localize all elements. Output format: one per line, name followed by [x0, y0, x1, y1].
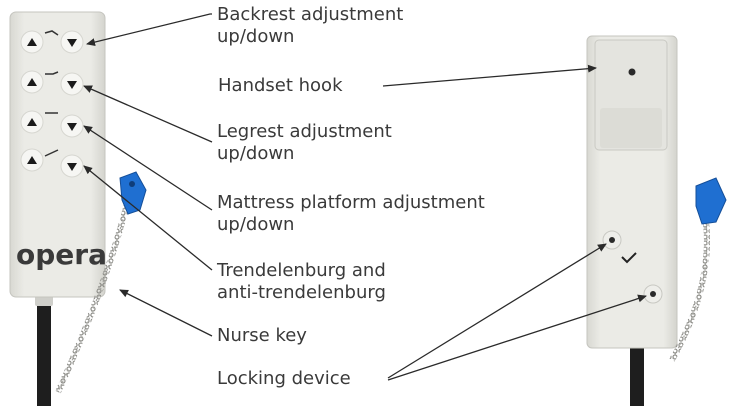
up-arrow-icon [27, 78, 37, 86]
brand-logo: opera [16, 238, 107, 271]
leader-handset-hook [382, 64, 597, 87]
down-arrow-icon [67, 163, 77, 171]
mattress-buttons [20, 110, 84, 138]
label-nurse-key: Nurse key [217, 325, 307, 346]
down-arrow-icon [67, 39, 77, 47]
leader-trendelenburg [83, 165, 213, 271]
label-legrest: Legrest adjustment up/down [217, 121, 392, 164]
up-arrow-icon [27, 156, 37, 164]
right-cable [630, 348, 644, 406]
down-arrow-icon [67, 123, 77, 131]
up-arrow-icon [27, 118, 37, 126]
right-nurse-key-chain [669, 214, 710, 362]
leader-locking-upper [387, 243, 607, 379]
label-handset-hook: Handset hook [218, 75, 343, 96]
leader-locking-lower [387, 294, 647, 381]
leader-legrest [83, 85, 213, 143]
label-trendelenburg: Trendelenburg and anti-trendelenburg [217, 260, 386, 303]
label-backrest: Backrest adjustment up/down [217, 4, 404, 47]
leader-lines [83, 13, 647, 381]
hook-hole-icon [628, 68, 636, 76]
trendelenburg-buttons [20, 148, 84, 178]
legrest-buttons [20, 70, 84, 96]
nurse-key-icon [119, 171, 147, 215]
label-mattress: Mattress platform adjustment up/down [217, 192, 485, 235]
lock-check-icon [621, 252, 637, 264]
up-arrow-icon [27, 38, 37, 46]
leader-nurse-key [119, 289, 213, 337]
backrest-pictogram-icon [44, 30, 59, 36]
leader-backrest [86, 13, 212, 46]
tilt-pictogram-icon [44, 149, 59, 157]
backrest-buttons [20, 30, 84, 54]
left-cable [37, 300, 51, 406]
leader-mattress [83, 125, 213, 211]
down-arrow-icon [67, 81, 77, 89]
right-nurse-key-icon [695, 177, 727, 225]
legrest-pictogram-icon [45, 71, 59, 75]
label-locking-device: Locking device [217, 368, 351, 389]
